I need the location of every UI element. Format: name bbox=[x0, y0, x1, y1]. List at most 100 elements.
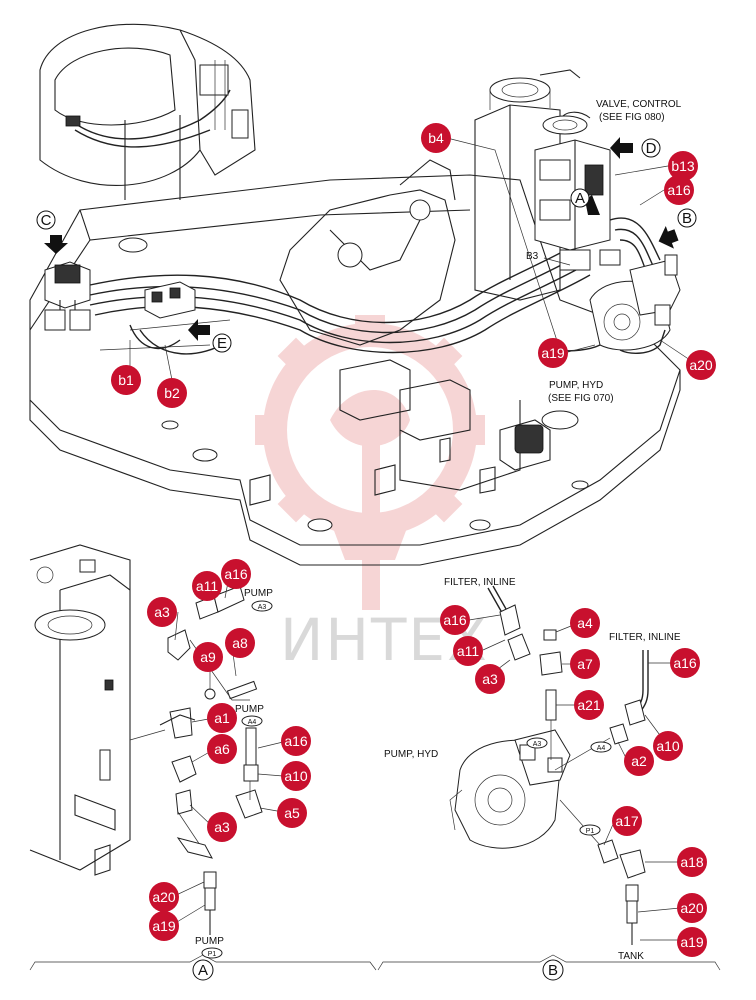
callout-a7-right: a7 bbox=[570, 649, 600, 679]
callout-b1: b1 bbox=[111, 365, 141, 395]
callout-b2: b2 bbox=[157, 378, 187, 408]
port-badge-p1-left bbox=[201, 947, 223, 959]
view-letter-b-bottom: B bbox=[542, 959, 564, 981]
callout-a19-top: a19 bbox=[538, 338, 568, 368]
callout-a5-left: a5 bbox=[277, 798, 307, 828]
svg-text:a3: a3 bbox=[154, 604, 170, 620]
callout-a16-top: a16 bbox=[664, 175, 694, 205]
control-valve-assembly bbox=[534, 111, 661, 281]
port-badge-a4-right bbox=[590, 741, 612, 753]
callout-a3-right: a3 bbox=[475, 664, 505, 694]
label-filter-inline-2: FILTER, INLINE bbox=[609, 632, 681, 643]
svg-text:b13: b13 bbox=[671, 158, 695, 174]
callout-a20-right: a20 bbox=[677, 893, 707, 923]
detail-a-drawing bbox=[29, 544, 263, 935]
label-pump-p1: PUMP bbox=[195, 936, 224, 947]
svg-text:a1: a1 bbox=[214, 710, 230, 726]
svg-text:b2: b2 bbox=[164, 385, 180, 401]
pilot-valve-block bbox=[44, 261, 196, 331]
svg-text:a6: a6 bbox=[214, 741, 230, 757]
port-badge-a3-right bbox=[526, 737, 548, 749]
callout-a16-right-1: a16 bbox=[440, 605, 470, 635]
svg-text:a20: a20 bbox=[152, 889, 176, 905]
callout-a19-left: a19 bbox=[149, 911, 179, 941]
svg-text:a3: a3 bbox=[214, 819, 230, 835]
callout-a8-left: a8 bbox=[225, 628, 255, 658]
callout-a21-right: a21 bbox=[574, 690, 604, 720]
port-a3-right-text: A3 bbox=[533, 741, 542, 748]
svg-text:a10: a10 bbox=[656, 738, 680, 754]
svg-text:a20: a20 bbox=[689, 357, 713, 373]
svg-text:E: E bbox=[217, 335, 227, 352]
label-pump-hyd-main: PUMP, HYD bbox=[549, 380, 603, 391]
svg-text:C: C bbox=[41, 212, 52, 229]
view-letter-a-bottom: A bbox=[192, 959, 214, 981]
svg-text:a16: a16 bbox=[667, 182, 691, 198]
callout-a19-right: a19 bbox=[677, 927, 707, 957]
label-pump-a4: PUMP bbox=[235, 704, 264, 715]
svg-text:a16: a16 bbox=[673, 655, 697, 671]
callout-a16-left-1: a16 bbox=[221, 559, 251, 589]
svg-text:a19: a19 bbox=[541, 345, 565, 361]
callouts: b1 b2 b4 b13 a16 a19 a20 a3 a11 a16 a8 a… bbox=[111, 123, 716, 957]
cab-inset bbox=[39, 23, 256, 200]
callout-a4-right: a4 bbox=[570, 608, 600, 638]
label-valve-control-ref: (SEE FIG 080) bbox=[599, 112, 665, 123]
svg-text:a2: a2 bbox=[631, 753, 647, 769]
hydraulic-pump-main bbox=[559, 254, 681, 354]
port-a4-right-text: A4 bbox=[597, 745, 606, 752]
view-letter-b-main: B bbox=[677, 208, 697, 228]
svg-text:a16: a16 bbox=[443, 612, 467, 628]
callout-a17-right: a17 bbox=[612, 806, 642, 836]
svg-text:A: A bbox=[575, 190, 585, 207]
upper-frame-drawing bbox=[29, 69, 681, 566]
svg-text:a8: a8 bbox=[232, 635, 248, 651]
callout-b4: b4 bbox=[421, 123, 451, 153]
callout-a16-left-2: a16 bbox=[281, 726, 311, 756]
callout-a2-right: a2 bbox=[624, 746, 654, 776]
port-badge-p1-right bbox=[579, 824, 601, 836]
view-letter-d: D bbox=[641, 138, 661, 158]
callout-a18-right: a18 bbox=[677, 847, 707, 877]
callout-a1-left: a1 bbox=[207, 703, 237, 733]
svg-text:a16: a16 bbox=[284, 733, 308, 749]
label-pump-hyd-main-ref: (SEE FIG 070) bbox=[548, 393, 614, 404]
svg-text:a20: a20 bbox=[680, 900, 704, 916]
leader-lines-main bbox=[129, 137, 691, 381]
port-a3-left-text: A3 bbox=[258, 604, 267, 611]
port-badge-a4-left bbox=[241, 715, 263, 727]
svg-text:a18: a18 bbox=[680, 854, 704, 870]
bottom-brackets bbox=[29, 954, 721, 971]
svg-text:a7: a7 bbox=[577, 656, 593, 672]
leader-lines-detail-b bbox=[468, 614, 681, 941]
svg-text:a4: a4 bbox=[577, 615, 593, 631]
svg-text:a5: a5 bbox=[284, 805, 300, 821]
svg-text:a17: a17 bbox=[615, 813, 639, 829]
callout-a20-left: a20 bbox=[149, 882, 179, 912]
view-letter-e: E bbox=[212, 333, 232, 353]
callout-a11-left: a11 bbox=[192, 571, 222, 601]
label-tank: TANK bbox=[618, 951, 644, 962]
label-valve-control: VALVE, CONTROL bbox=[596, 99, 682, 110]
svg-text:b1: b1 bbox=[118, 372, 134, 388]
svg-text:A: A bbox=[198, 962, 208, 979]
port-p1-left-text: P1 bbox=[208, 951, 217, 958]
port-a4-left-text: A4 bbox=[248, 719, 257, 726]
svg-text:a21: a21 bbox=[577, 697, 601, 713]
svg-text:a16: a16 bbox=[224, 566, 248, 582]
callout-a20-top: a20 bbox=[686, 350, 716, 380]
view-letter-c: C bbox=[36, 210, 56, 230]
svg-text:B: B bbox=[682, 210, 692, 227]
label-pump-hyd-detail: PUMP, HYD bbox=[384, 749, 438, 760]
svg-text:a19: a19 bbox=[152, 918, 176, 934]
svg-text:a19: a19 bbox=[680, 934, 704, 950]
callout-a10-left: a10 bbox=[281, 761, 311, 791]
port-p1-right-text: P1 bbox=[586, 828, 595, 835]
svg-text:b4: b4 bbox=[428, 130, 444, 146]
svg-text:a11: a11 bbox=[196, 578, 219, 594]
callout-a6-left: a6 bbox=[207, 734, 237, 764]
callout-a3-left-2: a3 bbox=[207, 812, 237, 842]
label-pump-a3: PUMP bbox=[244, 588, 273, 599]
svg-text:a11: a11 bbox=[457, 643, 480, 659]
